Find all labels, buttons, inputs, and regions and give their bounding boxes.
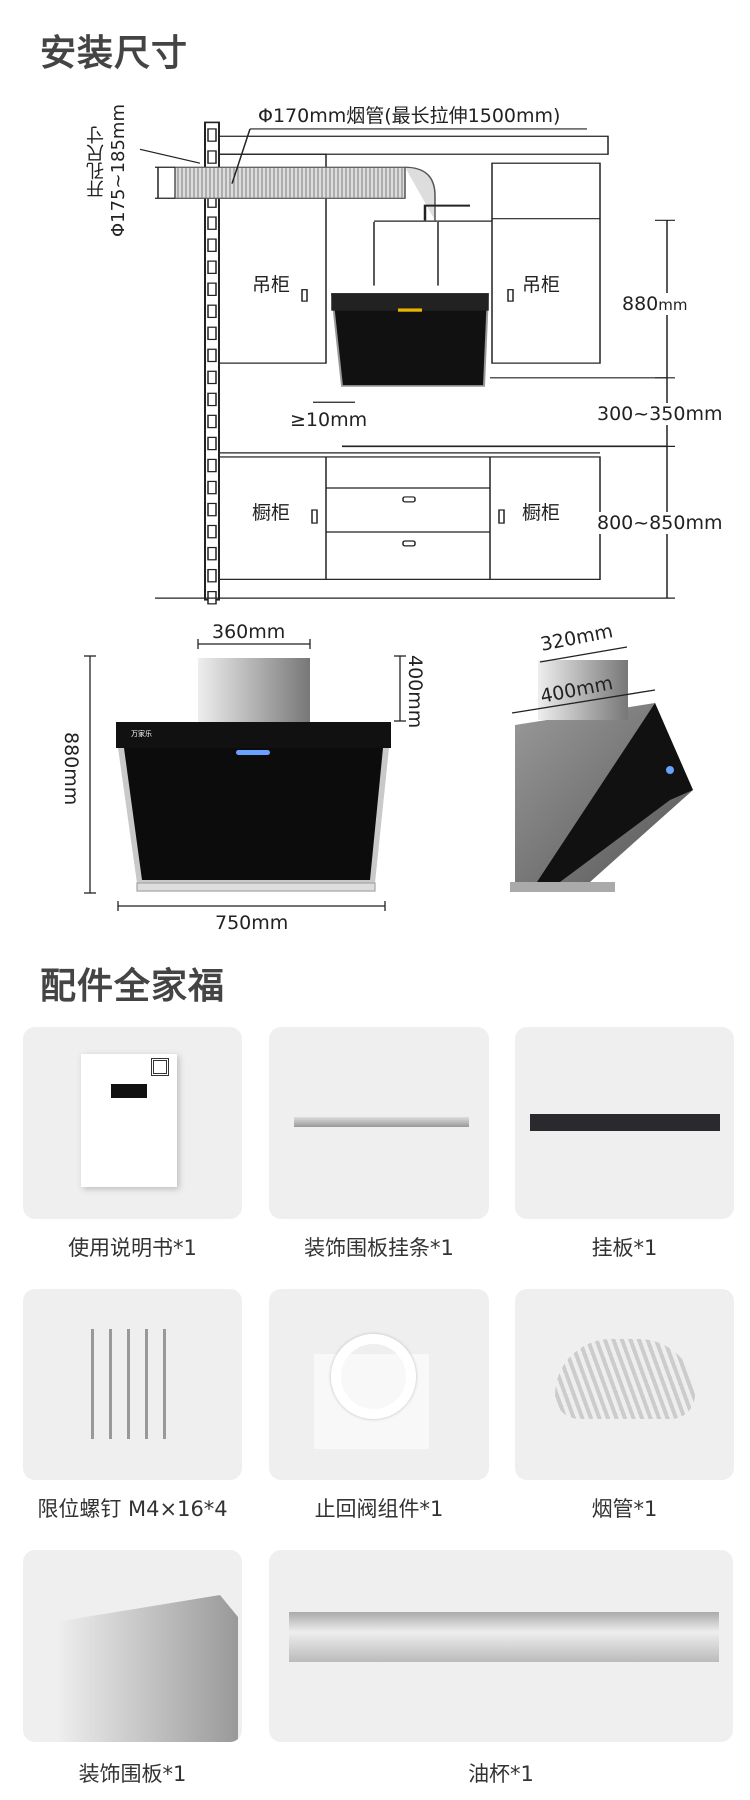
base-cabinet-right-label: 橱柜 [522, 502, 561, 524]
duct-label: Φ170mm烟管(最长拉伸1500mm) [258, 105, 561, 127]
hole-size-label: Φ175~185mm [108, 104, 129, 238]
dim-base: 800~850mm [597, 512, 723, 534]
wall-cabinet-right-label: 吊柜 [522, 274, 561, 296]
accessory-card [23, 1027, 242, 1219]
wall-cabinet-left-label: 吊柜 [252, 274, 291, 296]
accessory-label: 烟管*1 [591, 1497, 658, 1521]
total-height-label: 880mm [60, 732, 82, 806]
accessory-card [23, 1289, 242, 1480]
accessory-card [515, 1289, 734, 1480]
accessory-card [23, 1550, 242, 1742]
installation-diagram [139, 121, 675, 605]
accessory-label: 挂板*1 [591, 1236, 658, 1260]
accessory-label: 限位螺钉 M4×16*4 [37, 1497, 228, 1521]
install-section-title: 安装尺寸 [40, 33, 189, 74]
accessory-label: 油杯*1 [468, 1762, 534, 1786]
accessory-card [515, 1027, 734, 1219]
dim-880: 880 [622, 293, 659, 315]
dim-gap: 300~350mm [597, 403, 723, 425]
base-cabinet-left-label: 橱柜 [252, 502, 291, 524]
accessory-card [269, 1550, 733, 1742]
accessory-card [269, 1027, 489, 1219]
hole-label-1: 开孔尺寸 [86, 126, 107, 198]
width-label: 750mm [215, 912, 289, 934]
accessory-card [269, 1289, 489, 1480]
chimney-height-label: 400mm [404, 655, 426, 729]
dim-side-clearance: ≥10mm [290, 409, 368, 431]
accessory-label: 止回阀组件*1 [314, 1497, 444, 1521]
dim-880-unit: mm [658, 296, 688, 314]
hood-dimension-figure [84, 639, 693, 911]
accessory-label: 装饰围板挂条*1 [304, 1236, 454, 1260]
brand-logo: 万家乐 [131, 730, 152, 738]
accessory-label: 装饰围板*1 [78, 1762, 187, 1786]
accessories-section-title: 配件全家福 [40, 966, 226, 1007]
chimney-width-label: 360mm [212, 621, 286, 643]
accessory-label: 使用说明书*1 [68, 1236, 197, 1260]
